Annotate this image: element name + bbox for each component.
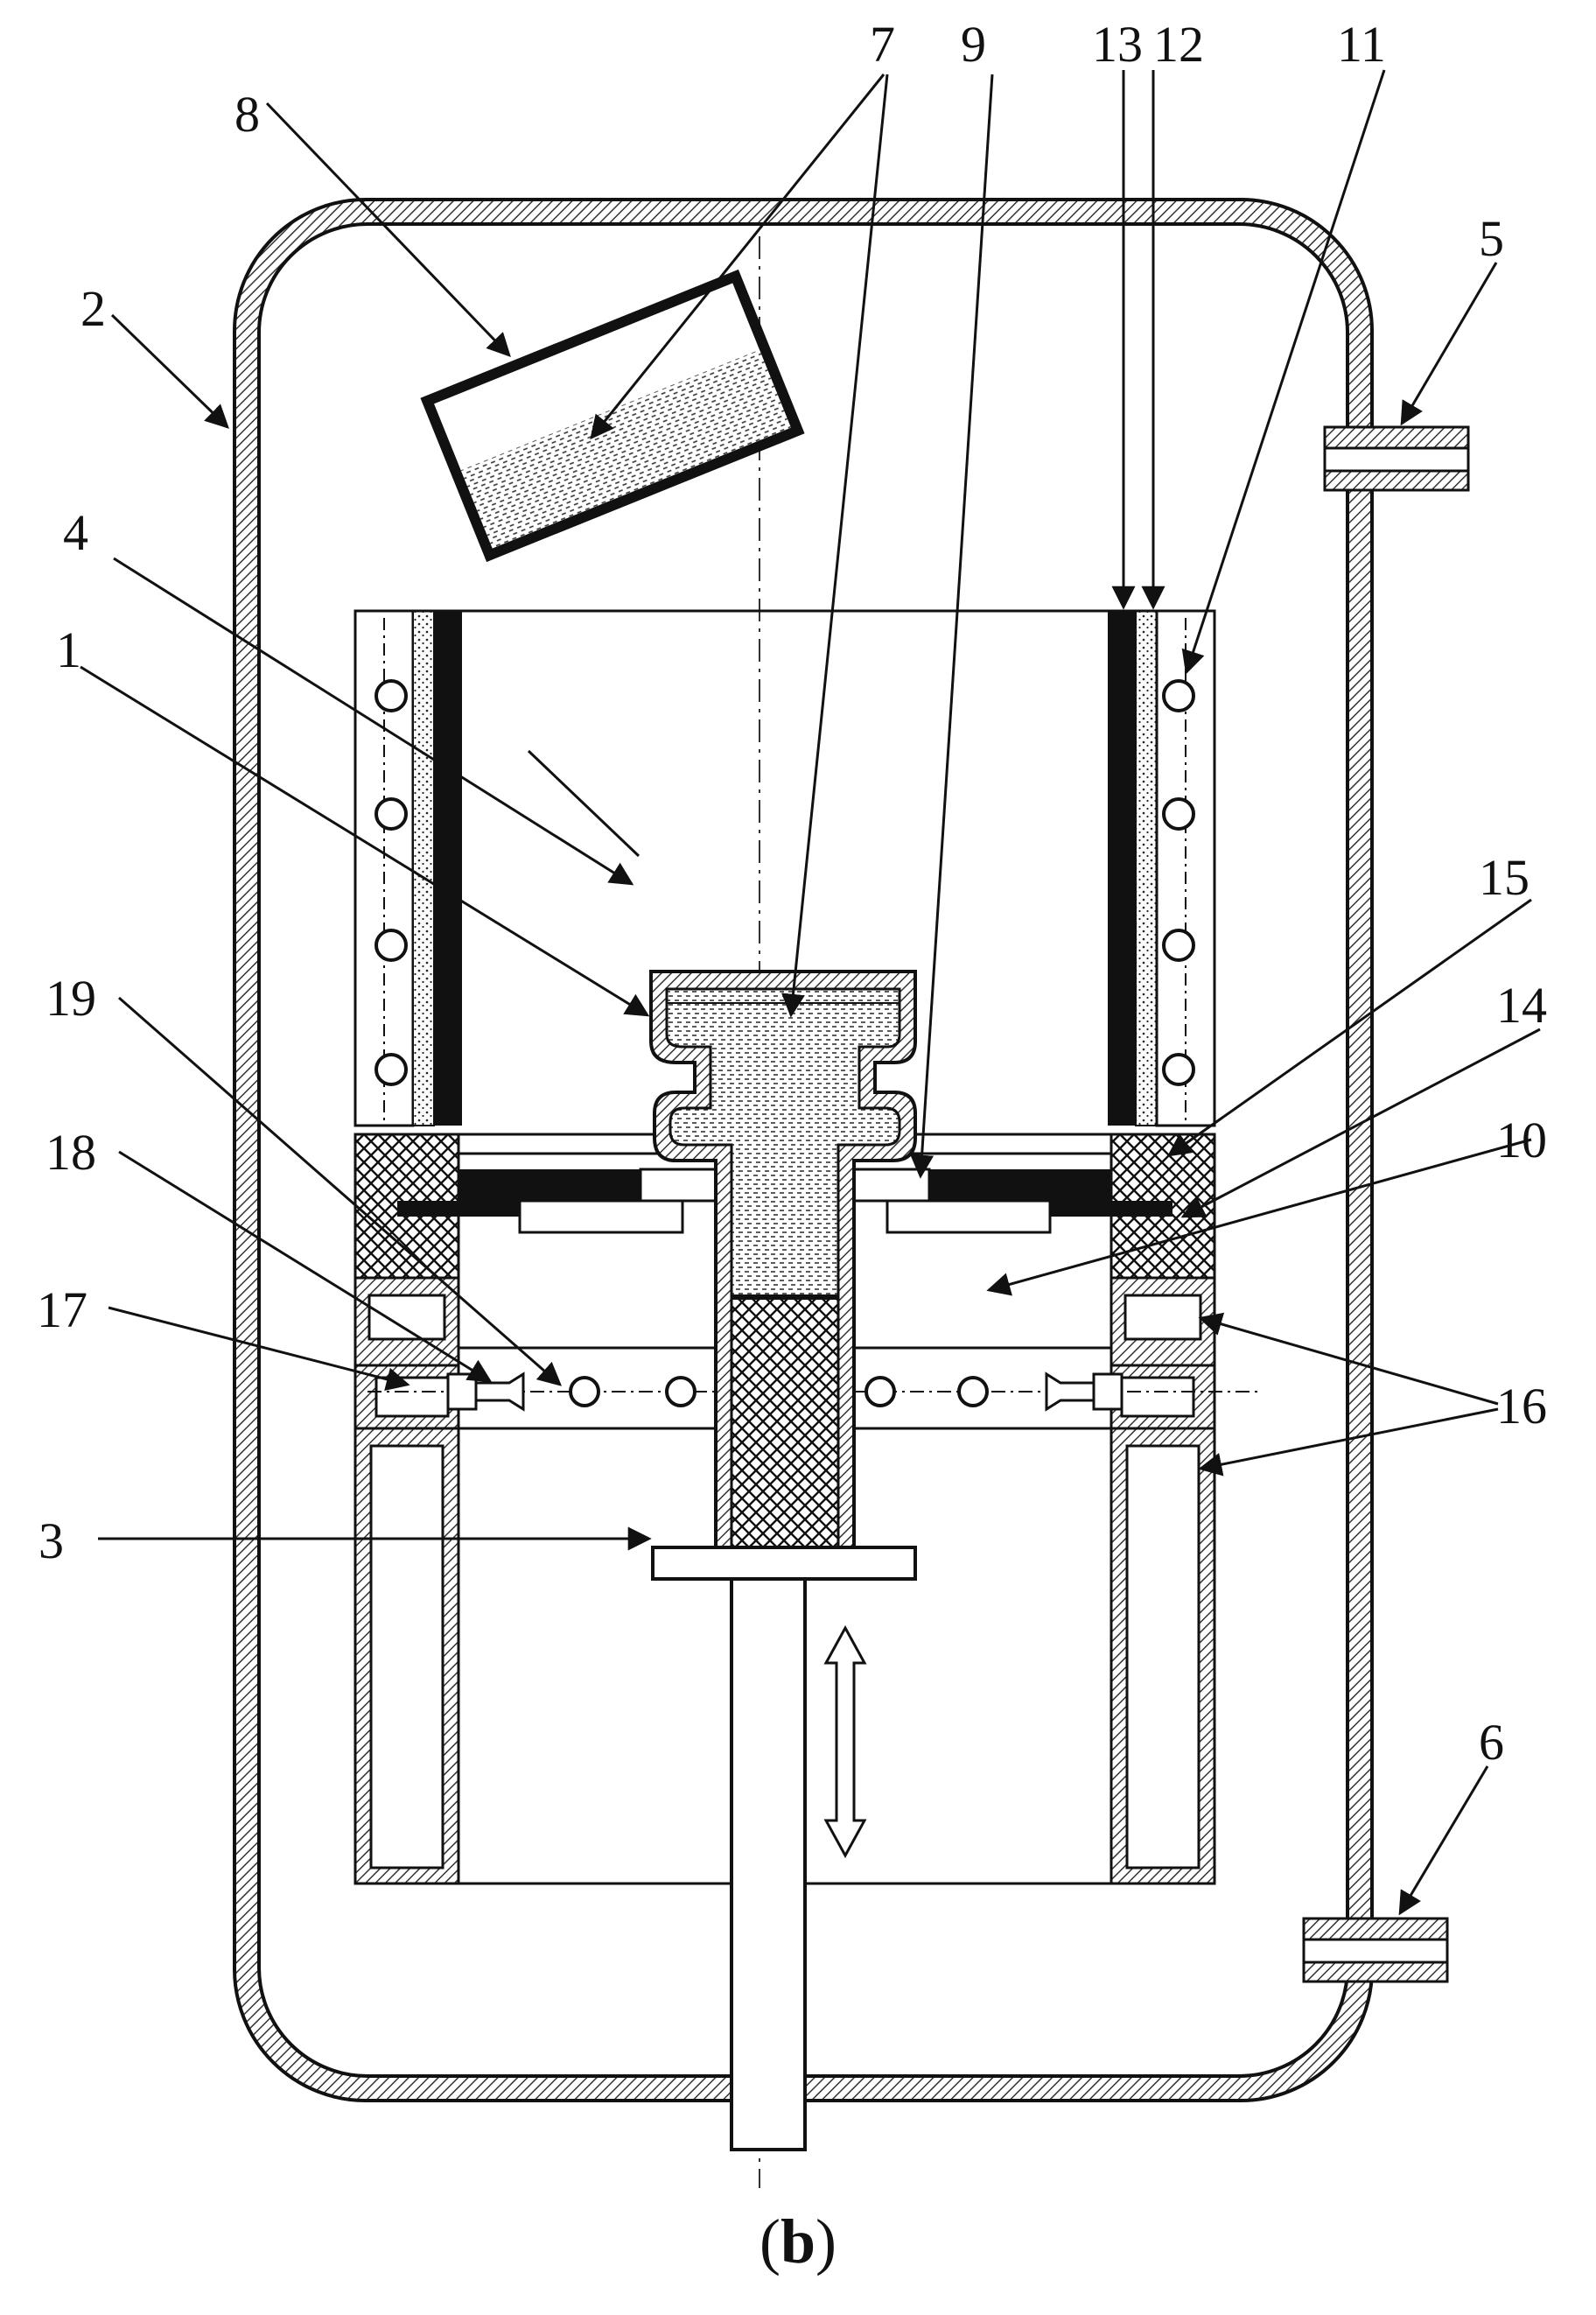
cooling-column-right	[1110, 1276, 1216, 1885]
leader-lines	[80, 69, 1541, 1916]
label-18: 18	[46, 1124, 96, 1181]
label-8: 8	[234, 86, 260, 143]
label-4: 4	[63, 504, 88, 561]
label-2: 2	[80, 280, 106, 337]
label-6: 6	[1479, 1714, 1504, 1771]
cooling-column-left	[354, 1276, 460, 1885]
label-7: 7	[870, 16, 895, 73]
label-13: 13	[1092, 16, 1143, 73]
label-14: 14	[1496, 977, 1547, 1034]
gas-jets	[569, 1376, 989, 1407]
port-upper	[1323, 425, 1470, 492]
label-5: 5	[1479, 210, 1504, 267]
label-3: 3	[38, 1512, 64, 1569]
label-12: 12	[1153, 16, 1204, 73]
caption-close: )	[816, 2206, 836, 2276]
port-lower	[1302, 1917, 1449, 1983]
label-9: 9	[961, 16, 986, 73]
shell-mold	[649, 970, 917, 1565]
label-17: 17	[37, 1281, 88, 1338]
heating-coils	[374, 679, 1195, 1086]
label-11: 11	[1337, 16, 1386, 73]
label-19: 19	[46, 970, 96, 1027]
caption-open: (	[759, 2206, 780, 2276]
part-labels: 8 7 9 13 12 11 2 5 4 1 15 19 14 18 10 17…	[37, 16, 1547, 1771]
label-10: 10	[1496, 1112, 1547, 1168]
withdrawal-rod	[730, 1577, 807, 2151]
figure-caption: (b)	[0, 2206, 1596, 2278]
movement-arrow	[823, 1624, 867, 1859]
label-1: 1	[56, 621, 81, 678]
heater-right	[1108, 609, 1216, 1127]
label-16: 16	[1496, 1378, 1547, 1435]
label-15: 15	[1479, 849, 1530, 906]
heat-shield-plate	[397, 1133, 1172, 1234]
caption-letter: b	[780, 2206, 816, 2276]
chill-plate	[651, 1546, 917, 1581]
gas-nozzle-right	[1045, 1371, 1124, 1412]
